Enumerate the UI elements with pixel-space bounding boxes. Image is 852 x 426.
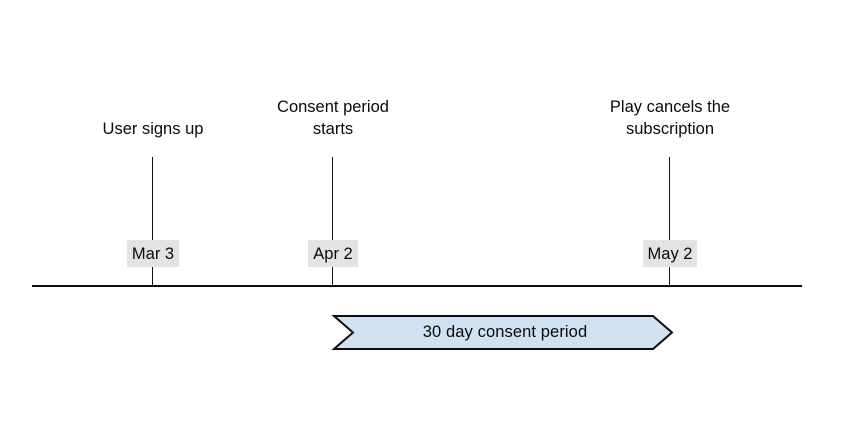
- event-caption: User signs up: [102, 120, 204, 138]
- event-date-container: Apr 2: [203, 240, 463, 267]
- event-tick-line: [332, 157, 333, 286]
- event-date-container: Mar 3: [23, 240, 283, 267]
- event-tick-line: [669, 157, 670, 286]
- timeline-axis: [32, 285, 802, 287]
- event-date-chip: Mar 3: [126, 240, 180, 267]
- event-date-chip: May 2: [642, 240, 698, 267]
- event-caption: Consent period starts: [277, 98, 389, 138]
- event-tick-line: [152, 157, 153, 286]
- consent-period-banner: 30 day consent period: [331, 315, 674, 350]
- banner-label: 30 day consent period: [422, 323, 588, 341]
- event-date-container: May 2: [540, 240, 800, 267]
- event-date-chip: Apr 2: [308, 240, 358, 267]
- banner-chevron-shape: [331, 315, 674, 350]
- event-caption: Play cancels the subscription: [609, 98, 731, 138]
